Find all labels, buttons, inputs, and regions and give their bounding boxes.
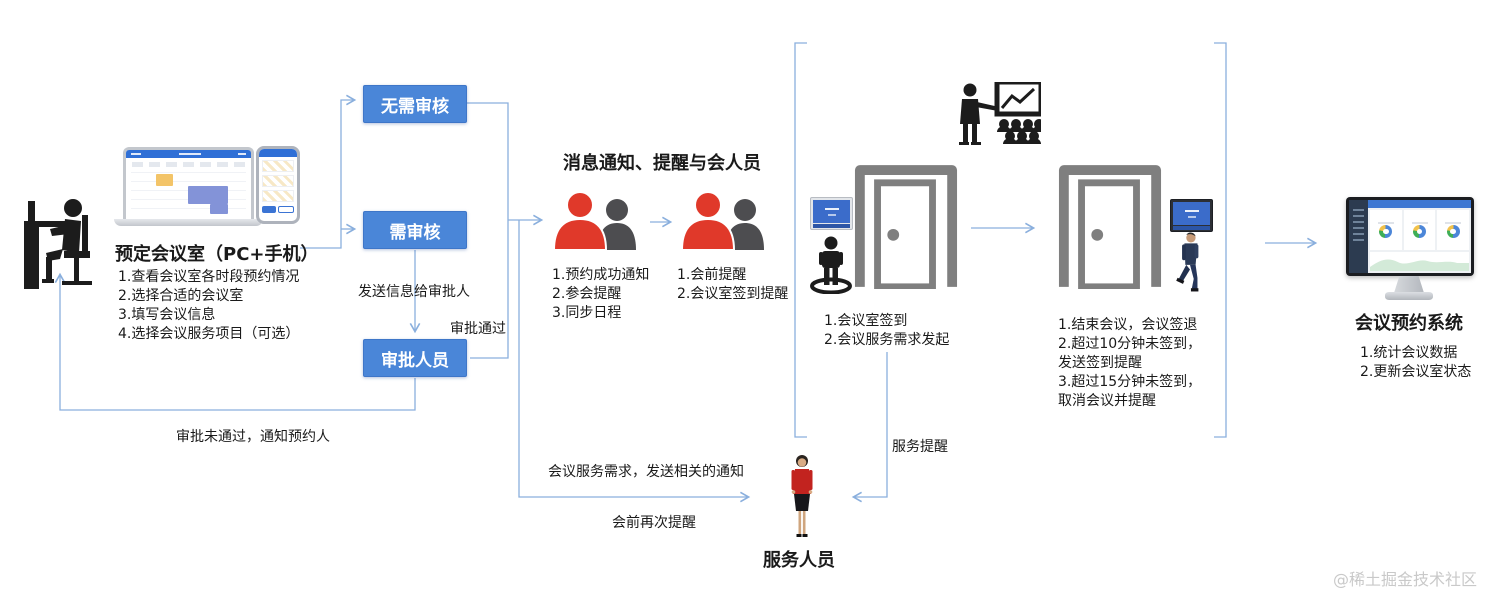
booking-step: 4.选择会议服务项目（可选） — [118, 326, 300, 342]
attendees-icon — [680, 192, 764, 250]
donut-chart-icon — [1446, 225, 1460, 238]
donut-chart-icon — [1413, 225, 1426, 238]
dashboard-screen — [1349, 200, 1471, 273]
door-panel-screen — [1170, 199, 1213, 232]
laptop-toolbar — [132, 162, 245, 167]
booking-step: 2.选择合适的会议室 — [118, 288, 244, 304]
person-at-desk-icon — [24, 199, 92, 289]
booking-step: 1.查看会议室各时段预约情况 — [118, 269, 300, 285]
monitor-stand — [1394, 276, 1424, 293]
phone-list-row — [262, 160, 294, 172]
stat-card — [1437, 210, 1470, 250]
meeting-room-door-icon — [854, 165, 958, 289]
laptop-event-blue-2 — [210, 204, 228, 214]
checkout-item: 发送签到提醒 — [1058, 355, 1142, 371]
booking-step: 3.填写会议信息 — [118, 307, 216, 323]
phone-footer — [259, 205, 297, 214]
approver-box: 审批人员 — [363, 339, 467, 377]
booking-title: 预定会议室（PC+手机） — [115, 244, 319, 265]
monitor-base — [1385, 292, 1433, 300]
laptop-base — [114, 219, 263, 226]
system-list: 1.统计会议数据 2.更新会议室状态 — [1360, 344, 1471, 382]
notify-first-list: 1.预约成功通知 2.参会提醒 3.同步日程 — [552, 266, 649, 323]
laptop-event-yellow — [156, 174, 173, 186]
system-item: 2.更新会议室状态 — [1360, 364, 1472, 380]
checkout-item: 2.超过10分钟未签到， — [1058, 336, 1202, 352]
stat-card — [1403, 210, 1436, 250]
dashboard-topbar — [1368, 200, 1471, 208]
system-item: 1.统计会议数据 — [1360, 345, 1458, 361]
phone-header — [259, 149, 297, 157]
checkout-item: 3.超过15分钟未签到， — [1058, 374, 1202, 390]
laptop-event-blue — [188, 186, 228, 204]
phone-list-row — [262, 175, 294, 187]
flow-service-request — [518, 220, 751, 503]
approved-label: 审批通过 — [450, 321, 506, 337]
service-request-label: 会议服务需求，发送相关的通知 — [548, 464, 744, 480]
checkout-item: 取消会议并提醒 — [1058, 393, 1156, 409]
door-panel-screen — [810, 197, 853, 230]
watermark: @稀土掘金技术社区 — [1333, 570, 1478, 589]
audience-icon — [997, 119, 1041, 144]
donut-chart-icon — [1379, 225, 1393, 238]
notify-second-list: 1.会前提醒 2.会议室签到提醒 — [677, 266, 788, 304]
send-to-approver-label: 发送信息给审批人 — [358, 284, 470, 300]
notify-item: 1.预约成功通知 — [552, 267, 650, 283]
checkin-item: 1.会议室签到 — [824, 313, 908, 329]
attendees-icon — [552, 192, 636, 250]
booking-steps: 1.查看会议室各时段预约情况 2.选择合适的会议室 3.填写会议信息 4.选择会… — [118, 268, 299, 344]
laptop-titlebar — [126, 150, 251, 158]
checkin-item: 2.会议服务需求发起 — [824, 332, 950, 348]
rejected-label: 审批未通过，通知预约人 — [176, 429, 330, 445]
flow-service-reminder — [851, 352, 888, 503]
bracket-right — [1214, 42, 1227, 438]
phone-secondary-button — [278, 206, 294, 213]
system-title: 会议预约系统 — [1355, 313, 1463, 334]
notify-item: 3.同步日程 — [552, 305, 622, 321]
dashboard-sidebar — [1349, 200, 1368, 273]
checkout-item: 1.结束会议，会议签退 — [1058, 317, 1198, 333]
laptop-mockup — [123, 147, 254, 219]
flow-booking-to-noreview — [300, 94, 357, 249]
notification-title: 消息通知、提醒与会人员 — [563, 153, 761, 174]
area-chart-icon — [1370, 252, 1469, 271]
stat-card — [1370, 210, 1402, 250]
checkout-list: 1.结束会议，会议签退 2.超过10分钟未签到， 发送签到提醒 3.超过15分钟… — [1058, 316, 1201, 411]
dashboard-monitor — [1346, 197, 1474, 276]
notify-item: 1.会前提醒 — [677, 267, 747, 283]
presenter-icon — [959, 82, 1041, 145]
checkin-list: 1.会议室签到 2.会议服务需求发起 — [824, 312, 949, 350]
phone-primary-button — [262, 206, 276, 213]
service-person-label: 服务人员 — [763, 550, 835, 571]
service-reminder-label: 服务提醒 — [892, 439, 948, 455]
phone-list-row — [262, 190, 294, 202]
review-box: 需审核 — [363, 211, 467, 249]
phone-mockup — [256, 146, 300, 224]
service-person-icon — [791, 455, 813, 537]
notify-item: 2.会议室签到提醒 — [677, 286, 789, 302]
meeting-room-door-icon — [1058, 165, 1162, 289]
notify-item: 2.参会提醒 — [552, 286, 622, 302]
pre-meeting-remind-label: 会前再次提醒 — [612, 515, 696, 531]
no-review-box: 无需审核 — [363, 85, 467, 123]
leaving-person-icon — [1176, 232, 1199, 292]
bracket-left — [794, 42, 807, 438]
checkin-person-icon — [810, 236, 852, 294]
